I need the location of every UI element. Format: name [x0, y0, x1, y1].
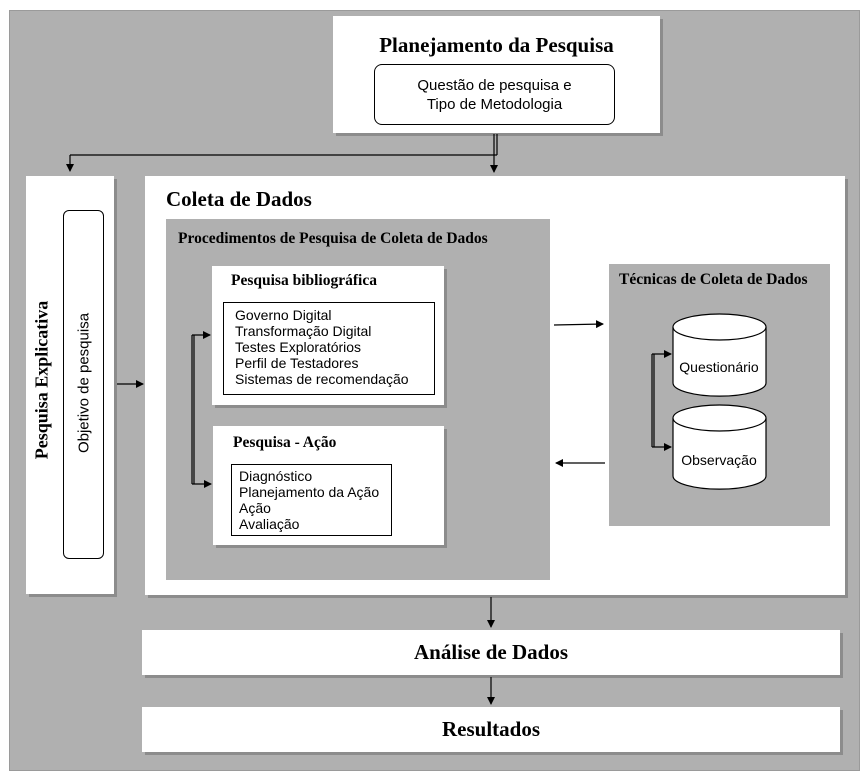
resultados-box: Resultados: [142, 707, 840, 752]
tecnicas-title: Técnicas de Coleta de Dados: [619, 271, 808, 288]
analise-box: Análise de Dados: [142, 630, 840, 675]
list-item: Perfil de Testadores: [235, 355, 359, 371]
resultados-title: Resultados: [441, 717, 541, 741]
list-item: Planejamento da Ação: [239, 484, 380, 500]
observacao-label: Observação: [681, 452, 757, 468]
bibliografica-title: Pesquisa bibliográfica: [231, 272, 377, 289]
list-item: Transformação Digital: [235, 323, 372, 339]
objective-box: [63, 210, 104, 559]
list-item: Testes Exploratórios: [235, 339, 362, 355]
procedimentos-title: Procedimentos de Pesquisa de Coleta de D…: [178, 230, 488, 247]
list-item: Governo Digital: [235, 307, 332, 323]
planning-title: Planejamento da Pesquisa: [379, 33, 614, 57]
list-item: Avaliação: [239, 516, 300, 532]
question-text: Questão de pesquisa e Tipo de Metodologi…: [417, 76, 572, 113]
coleta-title: Coleta de Dados: [166, 187, 312, 211]
bibliografica-list: Governo Digital Transformação Digital Te…: [223, 302, 435, 395]
question-box: Questão de pesquisa e Tipo de Metodologi…: [374, 64, 615, 125]
analise-title: Análise de Dados: [413, 640, 569, 664]
list-item: Ação: [239, 500, 271, 516]
objective-text: Objetivo de pesquisa: [75, 312, 93, 454]
list-item: Diagnóstico: [239, 468, 313, 484]
list-item: Sistemas de recomendação: [235, 371, 409, 387]
acao-title: Pesquisa - Ação: [233, 434, 337, 451]
tecnicas-box: [609, 264, 830, 526]
acao-list: Diagnóstico Planejamento da Ação Ação Av…: [231, 464, 392, 536]
questionario-label: Questionário: [679, 359, 759, 375]
explicativa-title: Pesquisa Explicativa: [31, 300, 52, 460]
